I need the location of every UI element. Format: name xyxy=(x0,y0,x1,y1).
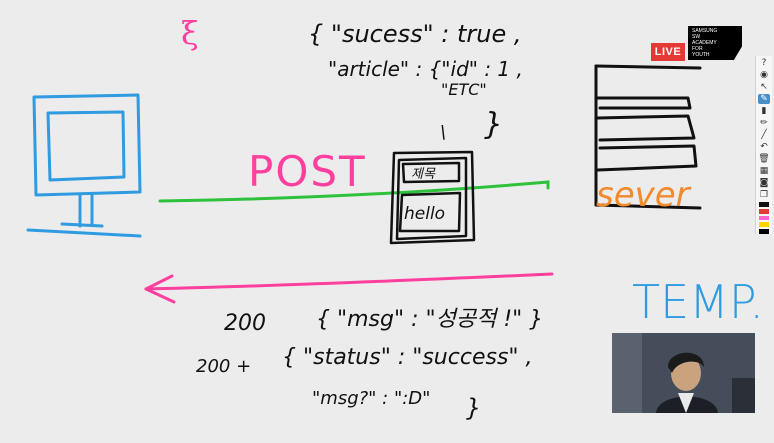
paper-body-text: hello xyxy=(404,204,445,224)
computer-drawing xyxy=(26,93,142,238)
pen-icon[interactable]: ✎ xyxy=(758,94,770,104)
trash-icon[interactable]: 🗑 xyxy=(758,154,770,164)
academy-logo: SAMSUNG SW ACADEMY FOR YOUTH xyxy=(688,26,742,60)
drawing-toolbar: ? ◉ ↖ ✎ ▮ ✏ ╱ ↶ 🗑 ▦ ◙ ❐ xyxy=(755,56,772,234)
grid-icon[interactable]: ▦ xyxy=(759,166,769,176)
color-swatch[interactable] xyxy=(759,229,769,234)
brand-line: ACADEMY xyxy=(692,40,717,46)
color-swatch[interactable] xyxy=(759,215,769,221)
paper-title-text: 제목 xyxy=(411,167,436,182)
camera-icon[interactable]: ◙ xyxy=(759,178,769,188)
request-close-brace: } xyxy=(484,107,503,142)
color-swatch[interactable] xyxy=(759,202,769,207)
help-icon[interactable]: ? xyxy=(761,58,767,68)
brand-line: FOR xyxy=(692,46,703,52)
server-label: sever xyxy=(596,175,692,215)
brand-line: SAMSUNG xyxy=(692,28,718,34)
server-drawing xyxy=(594,64,702,210)
undo-icon[interactable]: ↶ xyxy=(760,142,768,152)
response2-line-1: { "status" : "success" , xyxy=(282,345,533,370)
response1-code: 200 xyxy=(224,311,266,336)
pencil-icon[interactable]: ✏ xyxy=(760,118,768,128)
top-mark: ξ xyxy=(181,14,199,52)
response-arrow xyxy=(144,272,554,304)
pointer-icon[interactable]: ↖ xyxy=(760,82,768,92)
response2-code: 200 + xyxy=(196,356,251,377)
brand-line: SW xyxy=(692,34,701,40)
highlighter-icon[interactable]: ▮ xyxy=(761,106,767,116)
presenter-silhouette xyxy=(612,333,755,413)
copy-icon[interactable]: ❐ xyxy=(759,190,769,200)
eye-icon[interactable]: ◉ xyxy=(760,70,768,80)
line-icon[interactable]: ╱ xyxy=(761,130,767,140)
request-line-dot: \ xyxy=(440,122,446,143)
color-swatch[interactable] xyxy=(759,222,769,228)
webcam-feed xyxy=(612,333,755,413)
request-line-1: { "sucess" : true , xyxy=(308,20,522,48)
post-arrow-line xyxy=(158,180,550,203)
request-line-3: "ETC" xyxy=(441,80,487,99)
response1-body: { "msg" : "성공적 !" } xyxy=(316,307,543,332)
post-label: POST xyxy=(248,147,367,196)
request-document-drawing xyxy=(389,150,476,245)
brand-line: YOUTH xyxy=(692,52,710,58)
color-swatch[interactable] xyxy=(759,208,769,214)
response2-line-2: "msg?" : ":D" xyxy=(312,388,430,409)
live-badge: LIVE xyxy=(651,43,685,61)
response2-close: } xyxy=(466,394,481,422)
temp-label: TEMP. xyxy=(632,275,764,329)
request-line-2: "article" : {"id" : 1 , xyxy=(328,57,523,81)
